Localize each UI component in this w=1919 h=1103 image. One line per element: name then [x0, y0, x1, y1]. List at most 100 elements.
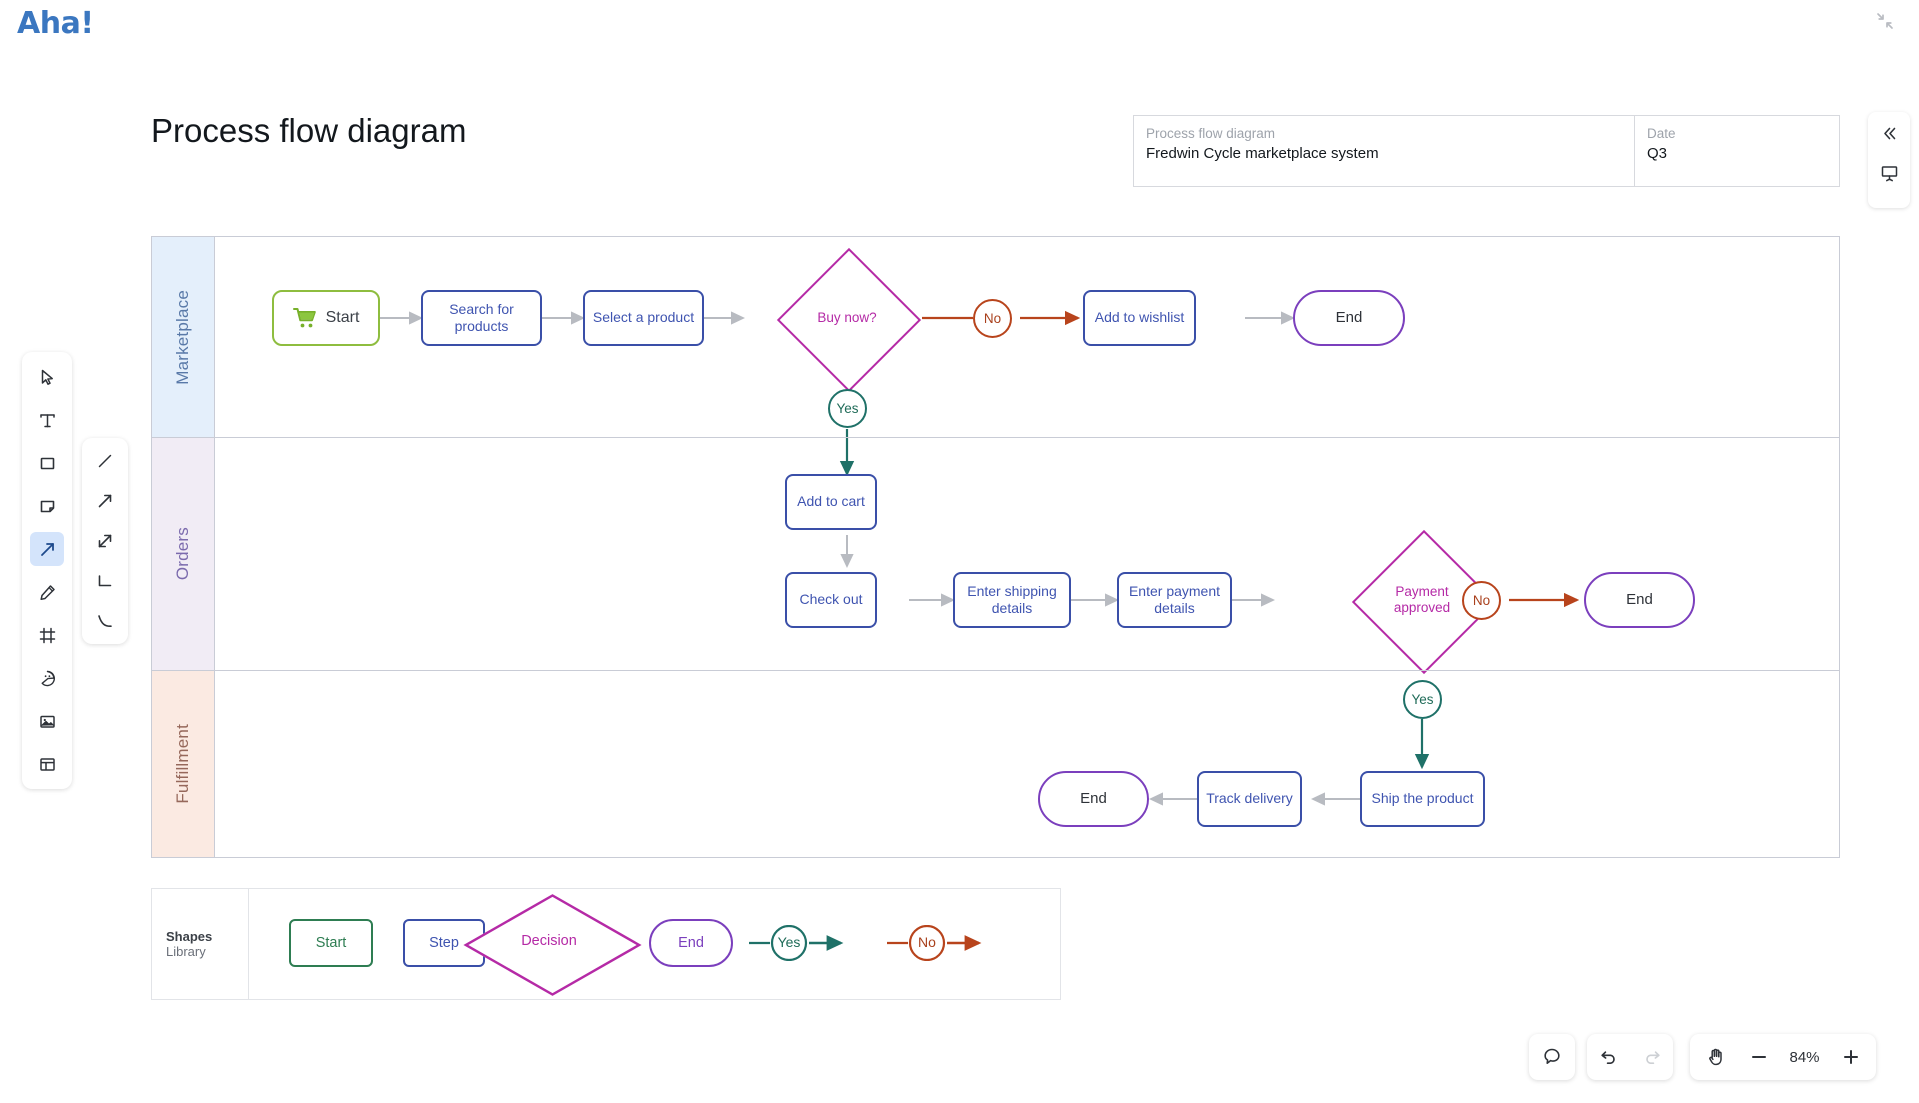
shapes-library-items: Start Step Decision End Yes — [249, 889, 1060, 999]
shopping-cart-icon — [292, 308, 316, 328]
node-track-label: Track delivery — [1206, 790, 1293, 807]
node-add-to-wishlist[interactable]: Add to wishlist — [1083, 290, 1196, 346]
chevron-double-left-icon[interactable] — [1874, 118, 1904, 148]
rectangle-icon[interactable] — [30, 446, 64, 480]
lane-orders: Orders Add to cart Check out Enter shipp… — [152, 437, 1839, 675]
right-rail — [1868, 112, 1910, 208]
node-shipping-label: Enter shipping details — [967, 582, 1057, 616]
lib-no-connector[interactable] — [887, 925, 997, 961]
lib-step-label: Step — [429, 935, 459, 951]
aha-logo[interactable]: Aha! — [17, 6, 94, 41]
layout-template-icon[interactable] — [30, 747, 64, 781]
redo-icon[interactable] — [1635, 1040, 1669, 1074]
node-search-for-products[interactable]: Search for products — [421, 290, 542, 346]
lib-shape-end[interactable]: End — [649, 919, 733, 967]
minimize-icon[interactable] — [1872, 8, 1898, 34]
lib-no-label: No — [918, 934, 936, 950]
hand-icon[interactable] — [1699, 1040, 1733, 1074]
node-enter-shipping-details[interactable]: Enter shipping details — [953, 572, 1071, 628]
node-addcart-label: Add to cart — [797, 493, 865, 510]
sticky-note-icon[interactable] — [30, 489, 64, 523]
lib-start-label: Start — [315, 935, 347, 951]
page-title: Process flow diagram — [151, 112, 467, 149]
lane-header-orders[interactable]: Orders — [152, 438, 215, 670]
shapes-library-title: Shapes — [166, 929, 213, 944]
node-end1-label: End — [1335, 308, 1363, 326]
node-buy-now-decision[interactable]: Buy now? — [776, 247, 922, 393]
node-buynow-label: Buy now? — [817, 309, 877, 325]
lane-header-fulfillment[interactable]: Fulfillment — [152, 671, 215, 857]
badge-yes-1[interactable]: Yes — [828, 389, 867, 428]
arrow-diagonal-icon[interactable] — [30, 532, 64, 566]
shapes-library-label: Shapes Library — [152, 889, 249, 999]
meta-cell-name[interactable]: Process flow diagram Fredwin Cycle marke… — [1134, 116, 1635, 186]
lane-body-marketplace: Start Search for products Select a produ… — [215, 237, 1839, 437]
meta-value-name: Fredwin Cycle marketplace system — [1146, 145, 1379, 162]
badge-no-2[interactable]: No — [1462, 581, 1501, 620]
elbow-line-icon[interactable] — [90, 566, 120, 596]
arrow-double-icon[interactable] — [90, 526, 120, 556]
node-select-a-product[interactable]: Select a product — [583, 290, 704, 346]
lib-shape-start[interactable]: Start — [289, 919, 373, 967]
meta-label-date: Date — [1647, 126, 1676, 141]
text-icon[interactable] — [30, 403, 64, 437]
meta-label-name: Process flow diagram — [1146, 126, 1276, 141]
meta-value-date: Q3 — [1647, 145, 1668, 162]
diagram-meta-table: Process flow diagram Fredwin Cycle marke… — [1133, 115, 1840, 187]
node-end-orders[interactable]: End — [1584, 572, 1695, 628]
badge-yes-2[interactable]: Yes — [1403, 680, 1442, 719]
comment-toolbar — [1529, 1034, 1575, 1080]
image-icon[interactable] — [30, 704, 64, 738]
marketplace-connectors — [380, 310, 1295, 437]
lane-label-fulfillment: Fulfillment — [173, 724, 192, 804]
node-enter-payment-details[interactable]: Enter payment details — [1117, 572, 1232, 628]
node-ship-label: Ship the product — [1371, 790, 1474, 807]
connector-toolbar — [82, 438, 128, 644]
history-toolbar — [1587, 1034, 1673, 1080]
line-icon[interactable] — [90, 446, 120, 476]
lane-label-marketplace: Marketplace — [173, 289, 192, 385]
swimlane-board: Marketplace — [151, 236, 1840, 858]
node-wishlist-label: Add to wishlist — [1094, 309, 1185, 326]
node-payment-label: Enter payment details — [1128, 582, 1221, 616]
frame-icon[interactable] — [30, 618, 64, 652]
badge-no-2-label: No — [1472, 593, 1491, 608]
node-start-label: Start — [325, 309, 360, 327]
pencil-icon[interactable] — [30, 575, 64, 609]
node-end-fulfillment[interactable]: End — [1038, 771, 1149, 827]
lane-fulfillment: Fulfillment Yes Ship the product — [152, 670, 1839, 857]
left-toolbar — [22, 352, 72, 789]
node-check-out[interactable]: Check out — [785, 572, 877, 628]
lane-header-marketplace[interactable]: Marketplace — [152, 237, 215, 437]
lib-end-label: End — [678, 935, 704, 951]
shapes-library-subtitle: Library — [166, 944, 206, 959]
node-select-label: Select a product — [592, 309, 695, 326]
arrow-single-icon[interactable] — [90, 486, 120, 516]
minus-icon[interactable] — [1742, 1040, 1776, 1074]
undo-icon[interactable] — [1592, 1040, 1626, 1074]
comment-icon[interactable] — [1535, 1040, 1569, 1074]
node-track-delivery[interactable]: Track delivery — [1197, 771, 1302, 827]
node-ship-the-product[interactable]: Ship the product — [1360, 771, 1485, 827]
node-start[interactable]: Start — [272, 290, 380, 346]
node-end-marketplace[interactable]: End — [1293, 290, 1405, 346]
node-end3-label: End — [1080, 789, 1107, 807]
badge-no-1-label: No — [983, 311, 1002, 326]
zoom-level: 84% — [1789, 1048, 1820, 1066]
sticker-icon[interactable] — [30, 661, 64, 695]
plus-icon[interactable] — [1834, 1040, 1868, 1074]
node-payment-approved-decision[interactable]: Payment approved — [1351, 529, 1497, 675]
lib-yes-connector[interactable] — [749, 925, 859, 961]
badge-no-1[interactable]: No — [973, 299, 1012, 338]
curved-line-icon[interactable] — [90, 606, 120, 636]
cursor-icon[interactable] — [30, 360, 64, 394]
node-add-to-cart[interactable]: Add to cart — [785, 474, 877, 530]
node-end2-label: End — [1626, 590, 1653, 608]
node-search-label: Search for products — [449, 300, 514, 334]
node-approved-label: Payment approved — [1393, 583, 1451, 615]
lib-decision-label: Decision — [521, 933, 577, 949]
orders-connectors — [839, 438, 1580, 670]
presentation-screen-icon[interactable] — [1874, 158, 1904, 188]
meta-cell-date[interactable]: Date Q3 — [1635, 116, 1688, 186]
badge-yes-1-label: Yes — [836, 401, 859, 416]
